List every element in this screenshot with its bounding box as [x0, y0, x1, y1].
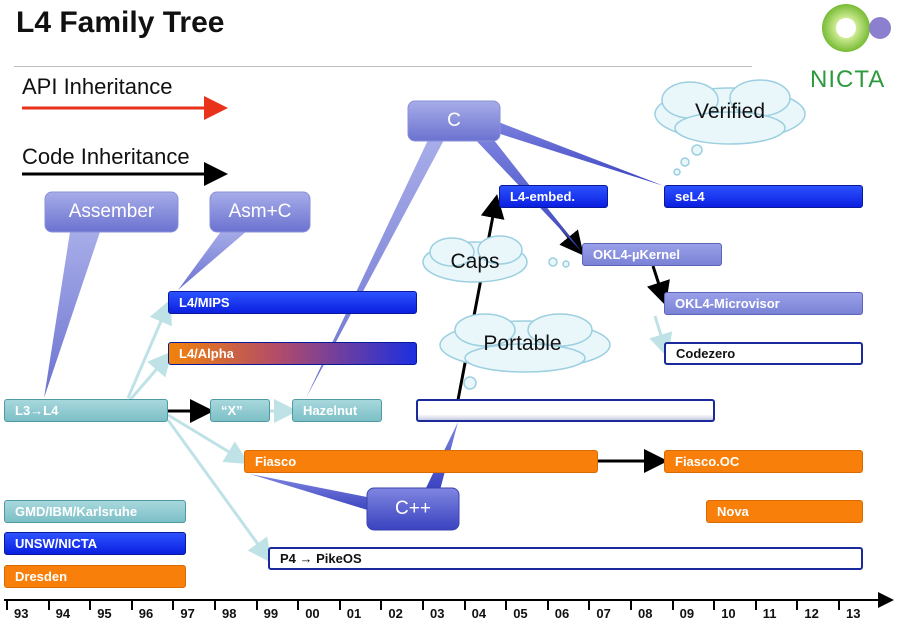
- kernel-nova: Nova: [706, 500, 863, 523]
- c-callout: [407, 100, 501, 142]
- kernel-pikeos: P4 → PikeOS: [268, 547, 863, 570]
- timeline-year-label: 94: [55, 606, 71, 621]
- c-callout-tail-sel4: [488, 118, 664, 186]
- verified-cloud: [654, 79, 806, 176]
- code-arrow-okl4-microvisor: [647, 265, 670, 306]
- api-arrow-l3-alpha: [128, 351, 172, 401]
- timeline-year-label: 08: [638, 606, 653, 621]
- kernel-l4-alpha: L4/Alpha: [168, 342, 417, 365]
- title-divider: [14, 66, 752, 67]
- kernel-l4-mips: L4/MIPS: [168, 291, 417, 314]
- timeline-year-label: 93: [14, 606, 29, 621]
- kernel-fiasco-oc: Fiasco.OC: [664, 450, 863, 473]
- timeline-tick: [6, 600, 8, 610]
- timeline-year-label: 96: [138, 606, 154, 621]
- timeline-tick: [130, 600, 133, 610]
- timeline-year-label: 12: [804, 606, 819, 621]
- timeline-tick: [754, 600, 757, 610]
- kernel-sel4: seL4: [664, 185, 863, 208]
- timeline-year-label: 02: [388, 606, 403, 621]
- timeline-tick: [671, 600, 674, 610]
- timeline-tick: [838, 600, 840, 610]
- timeline-tick: [214, 600, 216, 610]
- group-unsw-nicta: UNSW/NICTA: [4, 532, 186, 555]
- group-gmd-ibm-karlsruhe: GMD/IBM/Karlsruhe: [4, 500, 186, 523]
- legend-api-label: API Inheritance: [22, 74, 173, 99]
- timeline-tick: [297, 600, 300, 610]
- timeline-tick: [588, 600, 591, 610]
- api-arrow-l3-mips: [126, 299, 172, 399]
- timeline-year-label: 05: [513, 606, 528, 621]
- api-arrow-l3-fiasco: [167, 413, 250, 465]
- page-title: L4 Family Tree: [16, 6, 225, 39]
- code-arrow-pistachio-embed: [456, 194, 505, 401]
- asmc-callout-label: Asm+C: [228, 201, 292, 222]
- timeline-tick: [546, 600, 549, 610]
- timeline-year-label: 10: [721, 606, 736, 621]
- group-dresden: Dresden: [4, 565, 186, 588]
- kernel-l3-l4: L3→L4: [4, 399, 168, 422]
- timeline-tick: [796, 600, 799, 610]
- portable-cloud-label: Portable: [483, 332, 562, 355]
- timeline-year-label: 00: [305, 606, 320, 621]
- timeline-year-label: 06: [554, 606, 570, 621]
- asmc-callout-tail: [178, 230, 248, 290]
- timeline-tick: [255, 600, 258, 610]
- timeline-tick: [380, 600, 383, 610]
- caps-cloud-label: Caps: [450, 250, 500, 273]
- timeline-year-label: 99: [263, 606, 279, 621]
- c-callout-label: C: [447, 110, 461, 131]
- asmc-callout: [209, 191, 311, 233]
- timeline-year-label: 04: [471, 606, 487, 621]
- kernel-okl4-microkernel: OKL4-µKernel: [582, 243, 722, 266]
- timeline-tick: [47, 600, 50, 610]
- legend-code-label: Code Inheritance: [22, 144, 190, 169]
- assembler-callout-label: Assember: [68, 201, 155, 222]
- timeline-tick: [713, 600, 716, 610]
- portable-cloud: [439, 313, 611, 390]
- timeline-tick: [172, 600, 175, 610]
- kernel-fiasco: Fiasco: [244, 450, 598, 473]
- logo-text: NICTA: [810, 66, 886, 93]
- kernel-l4-embedded: L4-embed.: [499, 185, 608, 208]
- timeline-tick: [89, 600, 92, 610]
- assembler-callout: [44, 191, 179, 233]
- timeline-year-label: 13: [846, 606, 861, 621]
- timeline-tick: [463, 600, 466, 610]
- timeline-year-label: 95: [97, 606, 112, 621]
- timeline-year-label: 03: [430, 606, 445, 621]
- kernel-codezero: Codezero: [664, 342, 863, 365]
- timeline-tick: [505, 600, 508, 610]
- cpp-callout: [366, 487, 460, 531]
- kernel-x: “X”: [210, 399, 270, 422]
- kernel-pistachio: [416, 399, 715, 422]
- assembler-callout-tail: [44, 232, 100, 398]
- api-arrow-l3-pikeos: [166, 419, 272, 563]
- cpp-callout-tail: [250, 474, 374, 512]
- kernel-hazelnut: Hazelnut: [292, 399, 382, 422]
- timeline-year-label: 97: [180, 606, 195, 621]
- caps-cloud: [422, 235, 570, 283]
- c-callout-tail-hazelnut: [306, 140, 444, 398]
- timeline-year-label: 07: [596, 606, 611, 621]
- timeline-tick: [422, 600, 424, 610]
- timeline-year-label: 09: [679, 606, 695, 621]
- timeline-year-label: 98: [222, 606, 237, 621]
- timeline-tick: [630, 600, 632, 610]
- timeline-year-label: 11: [762, 606, 777, 621]
- verified-cloud-label: Verified: [694, 100, 766, 123]
- timeline-tick: [338, 600, 341, 610]
- timeline-year-label: 01: [346, 606, 362, 621]
- cpp-callout-label: C++: [395, 498, 431, 519]
- kernel-okl4-microvisor: OKL4-Microvisor: [664, 292, 863, 315]
